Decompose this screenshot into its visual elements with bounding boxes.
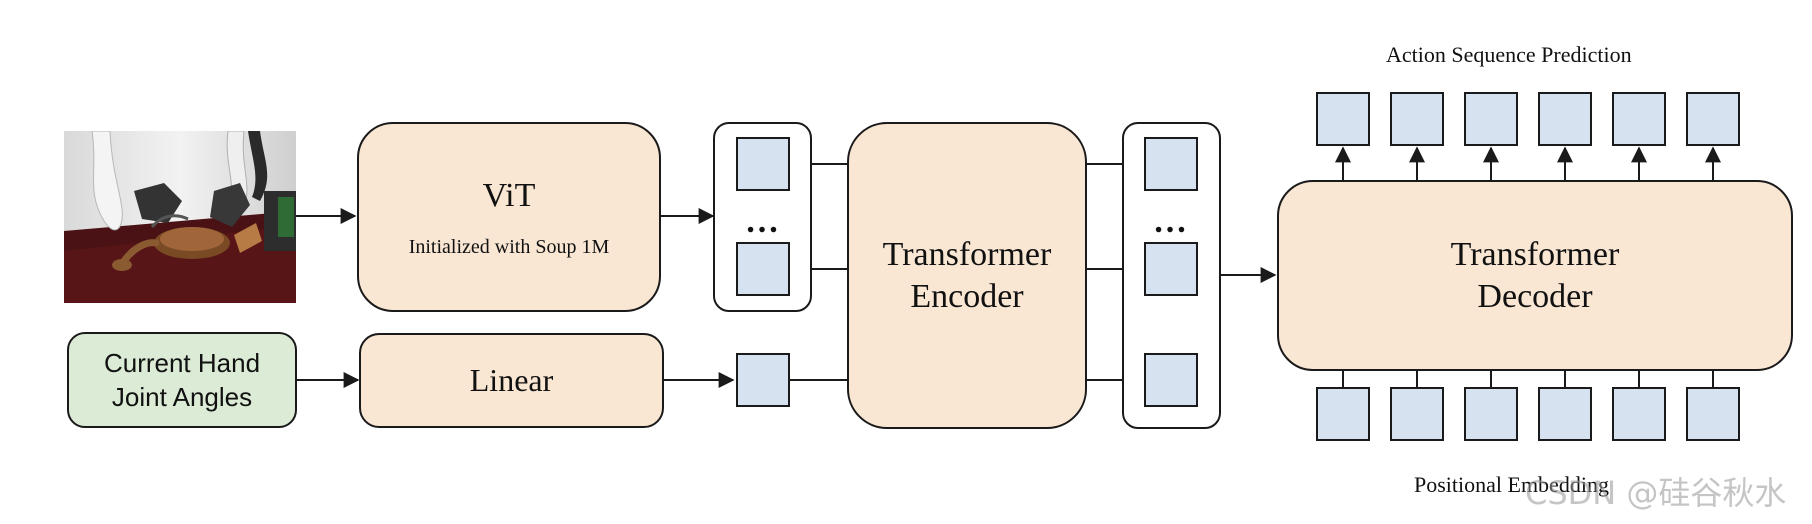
hand-token: [736, 353, 790, 407]
vit-token-2: [736, 242, 790, 296]
encoder-line-2: Encoder: [910, 277, 1024, 315]
action-token: [1390, 92, 1444, 146]
encoder-token-1: [1144, 137, 1198, 191]
decoder-line-1: Transformer: [1450, 235, 1620, 273]
action-token: [1316, 92, 1370, 146]
linear-title: Linear: [469, 362, 554, 398]
positional-token: [1686, 387, 1740, 441]
positional-token: [1464, 387, 1518, 441]
encoder-token-2: [1144, 242, 1198, 296]
linear-module: Linear: [359, 333, 664, 428]
vit-token-1: [736, 137, 790, 191]
positional-token: [1390, 387, 1444, 441]
positional-token: [1538, 387, 1592, 441]
positional-token: [1612, 387, 1666, 441]
action-token: [1464, 92, 1518, 146]
action-token: [1686, 92, 1740, 146]
transformer-encoder-module: Transformer Encoder: [847, 122, 1087, 429]
encoder-line-1: Transformer: [882, 235, 1052, 273]
vit-title: ViT: [482, 176, 536, 214]
hand-joint-angles-input: Current Hand Joint Angles: [67, 332, 297, 428]
decoder-line-2: Decoder: [1477, 277, 1593, 315]
positional-token: [1316, 387, 1370, 441]
hand-line-1: Current Hand: [103, 348, 261, 378]
action-token: [1612, 92, 1666, 146]
hand-line-2: Joint Angles: [111, 382, 253, 412]
action-token: [1538, 92, 1592, 146]
action-sequence-label: Action Sequence Prediction: [1386, 42, 1632, 67]
encoder-token-3: [1144, 353, 1198, 407]
vit-module: ViT Initialized with Soup 1M: [357, 122, 661, 312]
vit-subtitle: Initialized with Soup 1M: [408, 235, 610, 258]
vit-token-ellipsis: …: [745, 203, 779, 240]
transformer-decoder-module: Transformer Decoder: [1277, 180, 1793, 371]
encoder-token-ellipsis: …: [1153, 203, 1187, 240]
positional-embedding-label: Positional Embedding: [1414, 472, 1609, 497]
robot-hands-scene-photo-icon: [64, 131, 296, 303]
watermark: CSDN @硅谷秋水: [1525, 474, 1787, 512]
